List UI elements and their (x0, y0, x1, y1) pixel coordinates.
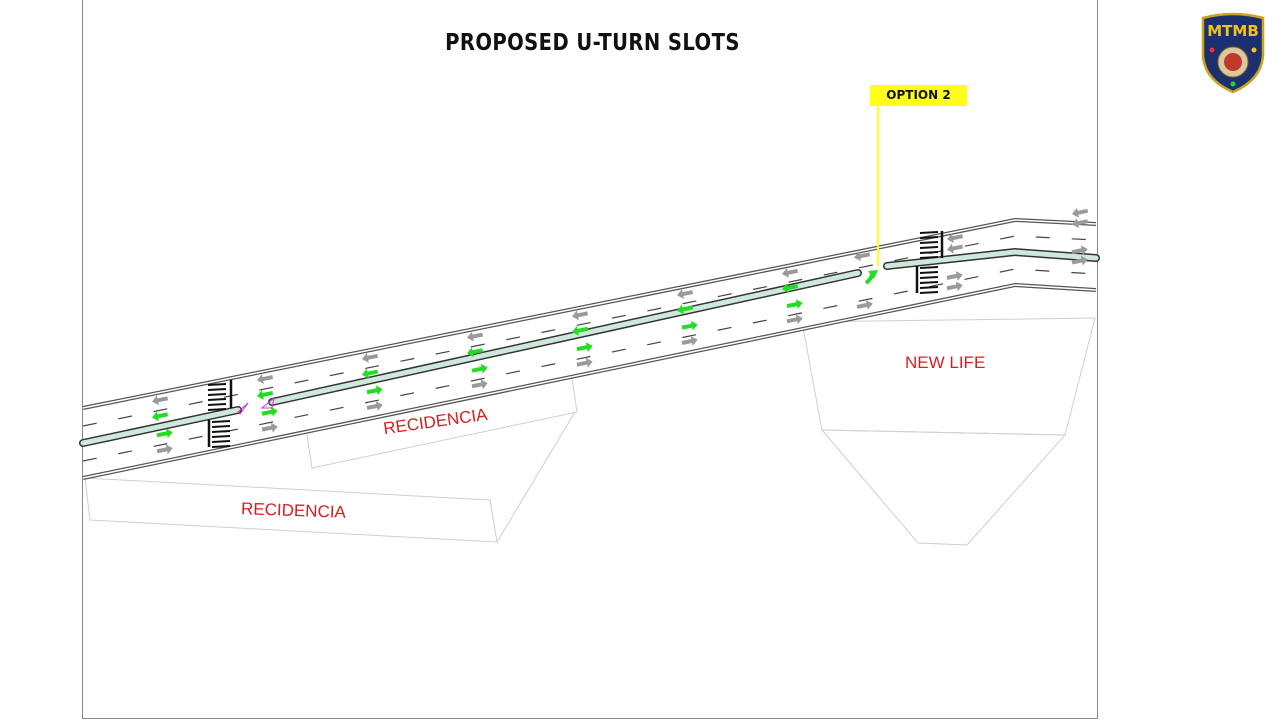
lane-arrow-right-icon (1071, 245, 1088, 256)
area-label-recidencia-lower: RECIDENCIA (240, 499, 347, 522)
crosswalk-stripe (207, 383, 227, 386)
lane-arrow-left-icon (467, 331, 484, 342)
lane-arrow-left-icon (572, 310, 589, 321)
lane-arrow-left-icon (677, 289, 694, 299)
lane-arrow-left-icon (257, 374, 274, 384)
crosswalk-stripe (207, 408, 227, 411)
lane-arrow-left-icon (782, 283, 799, 293)
lane-arrow-left-icon (854, 251, 871, 262)
page-title: PROPOSED U-TURN SLOTS (445, 30, 740, 56)
lane-arrow-left-icon (947, 233, 964, 244)
mtmb-badge-logo: MTMB (1201, 12, 1265, 94)
lane-arrow-left-icon (1072, 218, 1089, 229)
lane-arrow-left-icon (677, 304, 694, 315)
crosswalk-stripe (211, 430, 231, 433)
option-2-callout: OPTION 2 (870, 85, 967, 106)
crosswalk-stripe (207, 393, 227, 396)
crosswalk-stripe (207, 388, 227, 391)
lane-arrow-right-icon (786, 299, 803, 310)
lane-arrow-right-icon (366, 385, 383, 396)
u-turn-marker (260, 396, 275, 409)
crosswalk-stripe (919, 236, 939, 239)
lane-arrow-left-icon (152, 411, 169, 422)
crosswalk-stripe (211, 435, 231, 438)
crosswalk-stripe (919, 271, 939, 274)
lane-arrow-right-icon (681, 320, 698, 331)
lane-arrow-right-icon (261, 406, 278, 417)
area-label-new-life: NEW LIFE (905, 353, 986, 372)
lane-arrow-left-icon (362, 352, 379, 363)
crosswalk-stripe (919, 286, 939, 289)
crosswalk-stripe (919, 266, 939, 269)
lane-arrow-right-icon (156, 428, 173, 439)
lane-arrow-right-icon (946, 270, 963, 281)
crosswalk-stripe (919, 256, 939, 259)
lane-arrow-right-icon (576, 342, 593, 353)
lane-arrow-left-icon (947, 243, 964, 254)
building-new-life-annex (820, 429, 1067, 546)
crosswalk-stripe (211, 440, 231, 443)
building-new-life (801, 317, 1096, 436)
lane-arrow-right-icon (681, 336, 698, 346)
lane-arrow-right-icon (946, 281, 963, 292)
building-edge (496, 411, 576, 543)
lane-arrow-right-icon (1071, 255, 1088, 266)
lane-arrow-left-icon (362, 368, 379, 379)
lane-arrow-left-icon (467, 347, 484, 358)
crosswalk-stripe (211, 425, 231, 428)
u-turn-marker (237, 402, 249, 415)
crosswalk-stripe (919, 291, 939, 294)
crosswalk-stripe (919, 231, 939, 234)
lane-arrow-right-icon (261, 422, 278, 433)
crosswalk-stripe (207, 398, 227, 401)
lane-arrow-right-icon (856, 300, 873, 310)
logo-text: MTMB (1207, 22, 1259, 40)
crosswalk-stripe (211, 420, 231, 423)
lane-arrow-left-icon (152, 395, 169, 406)
crosswalk-stripe (211, 445, 231, 448)
lane-arrow-left-icon (1072, 207, 1089, 218)
crosswalk-stripe (919, 251, 939, 254)
crosswalk-stripe (919, 281, 939, 284)
crosswalk-stripe (919, 246, 939, 249)
lane-arrow-left-icon (257, 390, 274, 400)
lane-arrow-right-icon (471, 379, 488, 390)
crosswalk-stripe (207, 403, 227, 406)
crosswalk-stripe (919, 241, 939, 244)
lane-arrow-right-icon (156, 444, 173, 455)
lane-arrow-right-icon (576, 357, 593, 368)
lane-arrow-right-icon (786, 314, 803, 325)
callout-leader-line (877, 106, 879, 266)
lane-arrow-left-icon (572, 325, 589, 336)
lane-arrow-right-icon (366, 401, 383, 411)
lane-arrow-left-icon (782, 267, 799, 278)
crosswalk-stripe (919, 276, 939, 279)
lane-arrow-right-icon (471, 363, 488, 374)
